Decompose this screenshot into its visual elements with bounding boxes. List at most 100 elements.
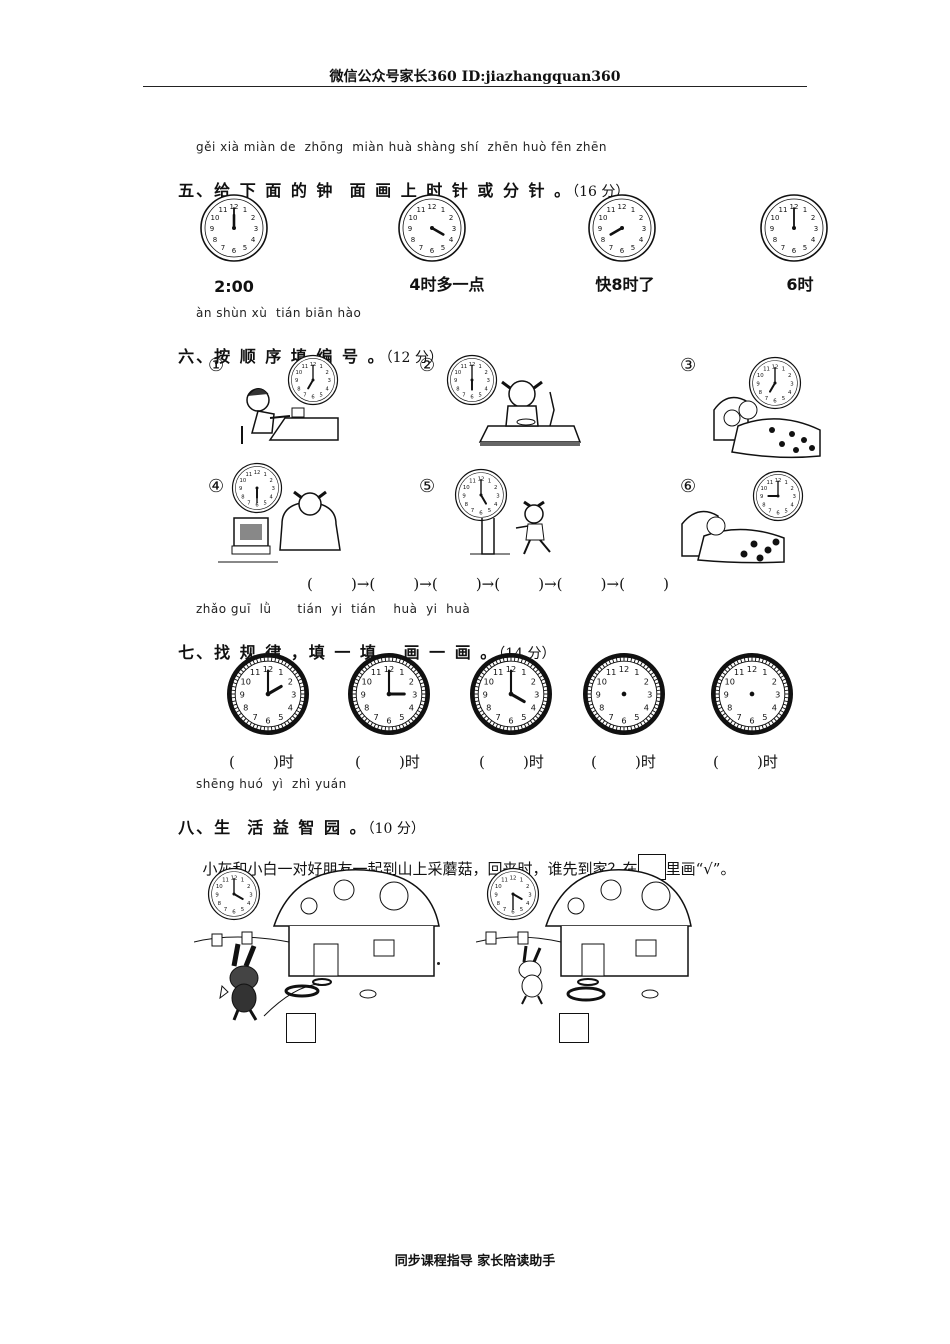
svg-text:2: 2 [247, 884, 250, 890]
svg-text:4: 4 [772, 702, 777, 712]
svg-text:5: 5 [488, 508, 491, 514]
svg-text:8: 8 [465, 502, 469, 508]
svg-text:9: 9 [462, 493, 466, 499]
svg-text:1: 1 [278, 667, 283, 677]
order-answer-row[interactable]: ( )→( )→( )→( )→( )→( ) [307, 575, 669, 593]
svg-text:12: 12 [263, 664, 273, 674]
svg-text:7: 7 [765, 396, 768, 402]
svg-text:2: 2 [269, 478, 272, 484]
svg-text:8: 8 [243, 702, 248, 712]
svg-text:1: 1 [631, 206, 635, 214]
hour-answer-5[interactable]: ( )时 [713, 753, 778, 771]
clock-label-3: 快8时了 [595, 275, 655, 294]
svg-text:9: 9 [239, 486, 242, 492]
svg-text:2: 2 [325, 370, 328, 376]
svg-text:7: 7 [462, 392, 465, 398]
svg-text:1: 1 [634, 667, 639, 677]
clock-label-1: 2:00 [214, 277, 254, 296]
svg-text:7: 7 [247, 500, 250, 506]
section5-pinyin: gěi xià miàn de zhōng miàn huà shàng shí… [196, 140, 608, 154]
svg-text:9: 9 [724, 690, 729, 700]
svg-text:10: 10 [761, 486, 768, 492]
hour-answer-2[interactable]: ( )时 [355, 753, 420, 771]
svg-text:8: 8 [297, 386, 300, 392]
hour-answer-4[interactable]: ( )时 [591, 753, 656, 771]
svg-text:11: 11 [606, 667, 616, 677]
svg-text:2: 2 [409, 677, 414, 687]
svg-text:8: 8 [456, 386, 459, 392]
svg-text:12: 12 [790, 203, 799, 211]
svg-text:10: 10 [495, 884, 502, 890]
svg-text:5: 5 [803, 244, 807, 252]
svg-text:6: 6 [773, 398, 777, 404]
svg-text:3: 3 [793, 494, 796, 500]
svg-text:8: 8 [601, 236, 605, 244]
svg-text:10: 10 [210, 214, 219, 222]
svg-text:7: 7 [419, 244, 423, 252]
svg-text:8: 8 [759, 390, 763, 396]
svg-text:11: 11 [222, 878, 229, 884]
svg-text:6: 6 [511, 909, 515, 915]
svg-text:6: 6 [749, 715, 754, 725]
svg-text:1: 1 [243, 206, 247, 214]
svg-text:2: 2 [526, 884, 529, 890]
svg-text:5: 5 [521, 712, 526, 722]
svg-text:10: 10 [216, 884, 223, 890]
svg-text:5: 5 [762, 712, 767, 722]
hour-answer-3[interactable]: ( )时 [479, 753, 544, 771]
svg-text:6: 6 [255, 503, 258, 509]
answer-box-grey-rabbit[interactable] [286, 1013, 316, 1043]
svg-text:9: 9 [494, 892, 498, 898]
svg-text:8: 8 [762, 502, 765, 508]
svg-text:5: 5 [241, 907, 244, 913]
svg-text:11: 11 [767, 480, 774, 486]
svg-text:3: 3 [790, 381, 793, 387]
svg-text:11: 11 [469, 479, 476, 485]
svg-text:7: 7 [609, 712, 614, 722]
mushroom-house-grey-rabbit-scene [194, 869, 440, 1021]
svg-text:1: 1 [520, 878, 523, 884]
svg-text:11: 11 [371, 667, 381, 677]
svg-text:11: 11 [250, 667, 260, 677]
svg-text:1: 1 [441, 206, 445, 214]
question-text-b: 里画“√”。 [665, 860, 736, 878]
svg-text:1: 1 [241, 878, 244, 884]
svg-text:4: 4 [251, 236, 256, 244]
mushroom-house-white-rabbit-scene [476, 869, 692, 1005]
svg-text:2: 2 [788, 373, 791, 379]
hour-answer-1[interactable]: ( )时 [229, 753, 294, 771]
svg-text:6: 6 [776, 511, 779, 517]
svg-text:2: 2 [484, 370, 487, 376]
svg-text:12: 12 [747, 664, 757, 674]
svg-text:8: 8 [486, 702, 491, 712]
svg-text:2: 2 [251, 214, 255, 222]
svg-text:1: 1 [803, 206, 807, 214]
svg-text:8: 8 [599, 702, 604, 712]
svg-text:4: 4 [247, 901, 251, 907]
svg-text:9: 9 [598, 225, 602, 233]
svg-text:9: 9 [240, 690, 245, 700]
svg-text:6: 6 [386, 715, 391, 725]
svg-text:6: 6 [621, 715, 626, 725]
svg-text:1: 1 [399, 667, 404, 677]
svg-text:10: 10 [757, 373, 764, 379]
svg-text:11: 11 [734, 667, 744, 677]
svg-text:7: 7 [253, 712, 258, 722]
svg-text:4: 4 [288, 702, 293, 712]
answer-box-white-rabbit[interactable] [559, 1013, 589, 1043]
